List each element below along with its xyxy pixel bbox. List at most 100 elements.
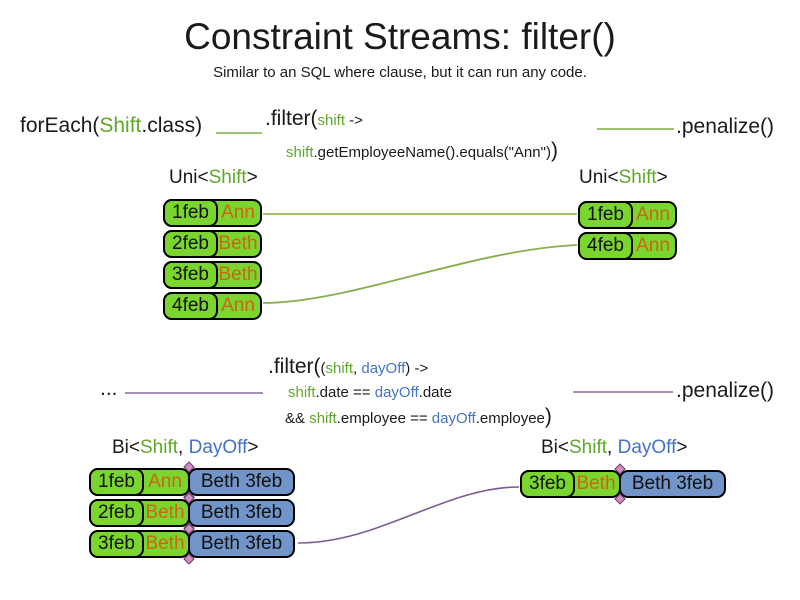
code-token: , <box>607 437 618 458</box>
shift-date-cell: 4feb <box>163 292 218 320</box>
shift-date-cell: 1feb <box>578 201 633 229</box>
shift-date-cell: 1feb <box>89 468 144 496</box>
code-token: .employee <box>475 410 545 427</box>
shift-employee-cell: Ann <box>221 295 255 316</box>
code-penalize-top: .penalize() <box>676 115 775 138</box>
code-token: , <box>178 437 189 458</box>
code-token: .filter( <box>265 107 318 130</box>
label-bi-right: Bi<Shift, DayOff> <box>541 437 687 459</box>
code-token: .employee == <box>336 410 432 427</box>
connector-row-3feb-bi <box>297 486 520 544</box>
code-filter-line2-bottom: shift.date == dayOff.date <box>288 384 452 402</box>
code-token: .getEmployeeName().equals("Ann") <box>313 144 551 161</box>
code-foreach: forEach(Shift.class) <box>20 114 202 138</box>
shift-employee-cell: Ann <box>636 235 670 256</box>
code-token: Shift <box>99 114 142 137</box>
shift-date-cell: 1feb <box>163 199 218 227</box>
code-token: dayOff <box>431 410 476 427</box>
code-token: dayOff <box>361 360 406 377</box>
shift-date-cell: 3feb <box>89 530 144 558</box>
page-subtitle: Similar to an SQL where clause, but it c… <box>213 64 587 81</box>
code-token: .date <box>418 384 453 401</box>
code-token: > <box>656 167 668 188</box>
dayoff-cell: Beth 3feb <box>188 468 295 496</box>
shift-employee-cell: Ann <box>221 202 255 223</box>
code-token: shift <box>288 384 316 401</box>
code-token: > <box>676 437 688 458</box>
code-token: > <box>247 437 259 458</box>
code-token: shift <box>309 410 337 427</box>
dayoff-cell: Beth 3feb <box>188 499 295 527</box>
shift-date-cell: 4feb <box>578 232 633 260</box>
code-token: Shift <box>618 167 657 188</box>
shift-employee-cell: Ann <box>148 471 182 492</box>
code-filter-body-top: shift.getEmployeeName().equals("Ann")) <box>286 139 558 163</box>
code-token: ) <box>544 405 552 428</box>
code-token: DayOff <box>188 437 248 458</box>
code-token: .class) <box>141 114 203 137</box>
code-token: ) <box>550 139 558 162</box>
code-filter-head-top: .filter(shift -> <box>265 107 363 131</box>
connector-row-4feb <box>262 244 578 304</box>
code-penalize-bottom: .penalize() <box>676 379 775 402</box>
shift-date-cell: 2feb <box>89 499 144 527</box>
code-ellipsis: ... <box>100 377 118 400</box>
code-token: Bi< <box>541 437 569 458</box>
code-token: Uni< <box>579 167 619 188</box>
code-filter-head-bottom: .filter((shift, dayOff) -> <box>268 355 428 379</box>
shift-employee-cell: Beth <box>576 473 616 494</box>
code-token: Shift <box>569 437 608 458</box>
shift-date-cell: 2feb <box>163 230 218 258</box>
dayoff-cell: Beth 3feb <box>188 530 295 558</box>
shift-employee-cell: Ann <box>636 204 670 225</box>
label-uni-right: Uni<Shift> <box>579 167 668 189</box>
code-token: && <box>285 410 310 427</box>
code-token: , <box>353 360 362 377</box>
shift-date-cell: 3feb <box>520 470 575 498</box>
code-token: DayOff <box>617 437 677 458</box>
dayoff-cell: Beth 3feb <box>619 470 726 498</box>
code-token: ( <box>320 360 326 377</box>
code-token: shift <box>286 144 314 161</box>
code-token: Uni< <box>169 167 209 188</box>
shift-employee-cell: Beth <box>218 264 258 285</box>
code-token: shift <box>325 360 354 377</box>
code-token: shift <box>317 112 346 129</box>
code-token: Shift <box>140 437 179 458</box>
label-bi-left: Bi<Shift, DayOff> <box>112 437 258 459</box>
code-filter-line3-bottom: && shift.employee == dayOff.employee) <box>285 405 552 429</box>
code-token: .date == <box>315 384 375 401</box>
code-token: dayOff <box>374 384 419 401</box>
code-token: .filter( <box>268 355 321 378</box>
code-token: forEach( <box>20 114 100 137</box>
shift-employee-cell: Beth <box>145 502 185 523</box>
code-token: -> <box>345 112 363 129</box>
code-token: Bi< <box>112 437 140 458</box>
shift-date-cell: 3feb <box>163 261 218 289</box>
label-uni-left: Uni<Shift> <box>169 167 258 189</box>
code-token: > <box>246 167 258 188</box>
